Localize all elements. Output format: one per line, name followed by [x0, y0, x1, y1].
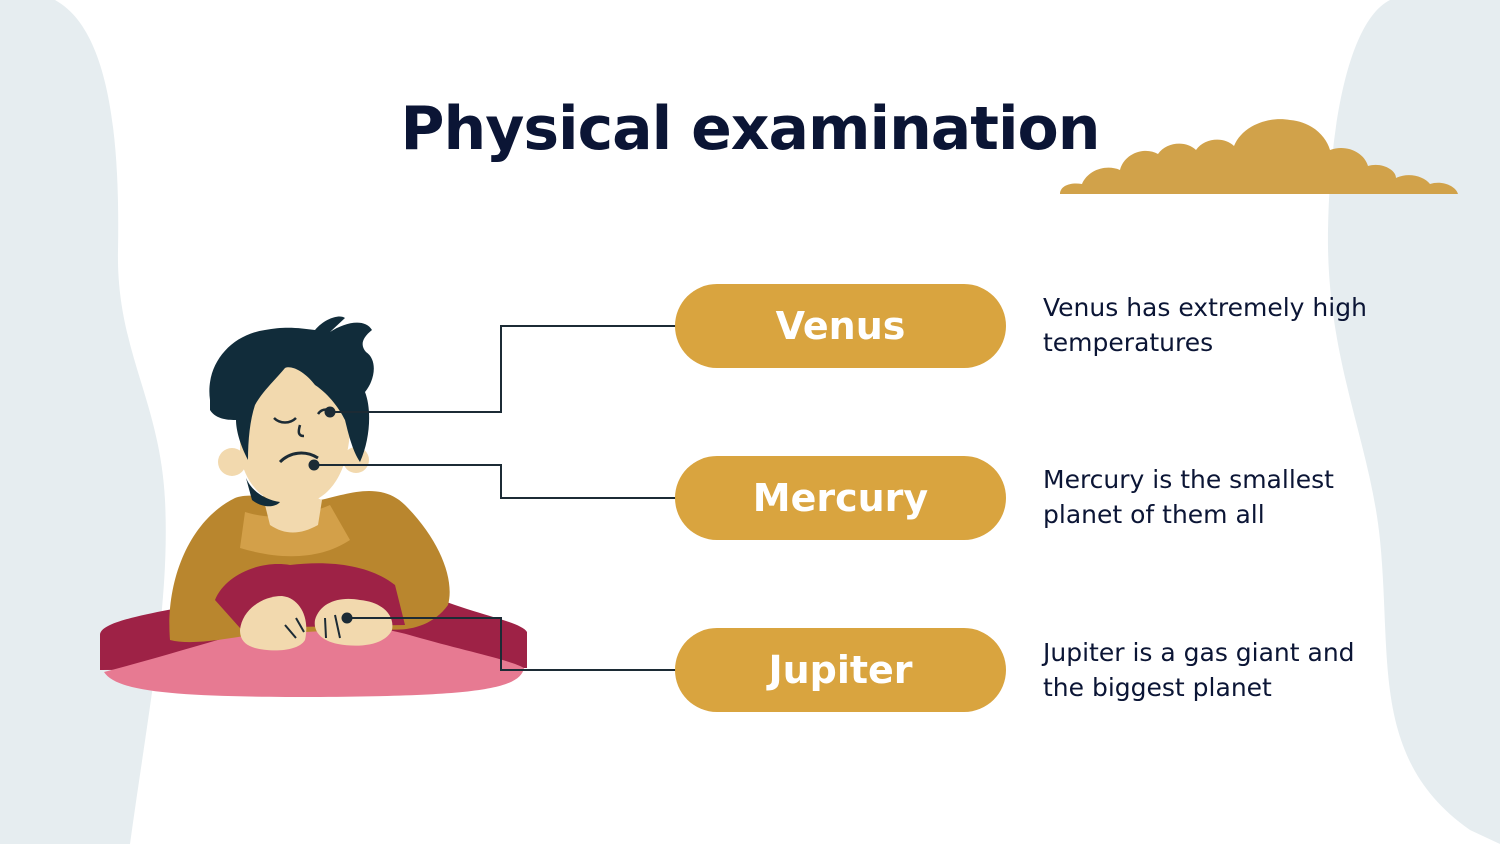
right-hand: [314, 598, 393, 646]
connector-mercury: [315, 464, 676, 499]
blanket-front: [104, 622, 524, 697]
label-pill-jupiter: Jupiter: [675, 628, 1006, 712]
page-title: Physical examination: [400, 94, 1101, 164]
neck: [265, 495, 322, 533]
connector-jupiter: [347, 617, 676, 671]
ear-left: [218, 448, 246, 476]
label-pill-mercury: Mercury: [675, 456, 1006, 540]
label-mercury: Mercury: [752, 476, 929, 520]
label-pill-venus: Venus: [675, 284, 1006, 368]
marker-dot-mercury: [308, 459, 320, 471]
description-mercury: Mercury is the smallest planet of them a…: [1043, 465, 1334, 529]
connector-venus: [332, 325, 676, 413]
cloud-icon: [1060, 119, 1458, 194]
marker-dot-venus: [324, 406, 336, 418]
left-hand: [240, 596, 307, 651]
description-jupiter: Jupiter is a gas giant and the biggest p…: [1043, 638, 1355, 702]
right-backdrop-blob: [1327, 0, 1500, 844]
face: [240, 359, 351, 506]
hair: [209, 316, 374, 462]
hair-back: [246, 478, 280, 507]
label-jupiter: Jupiter: [768, 648, 913, 692]
description-venus: Venus has extremely high temperatures: [1043, 293, 1367, 357]
label-venus: Venus: [775, 304, 906, 348]
marker-dot-jupiter: [341, 612, 353, 624]
